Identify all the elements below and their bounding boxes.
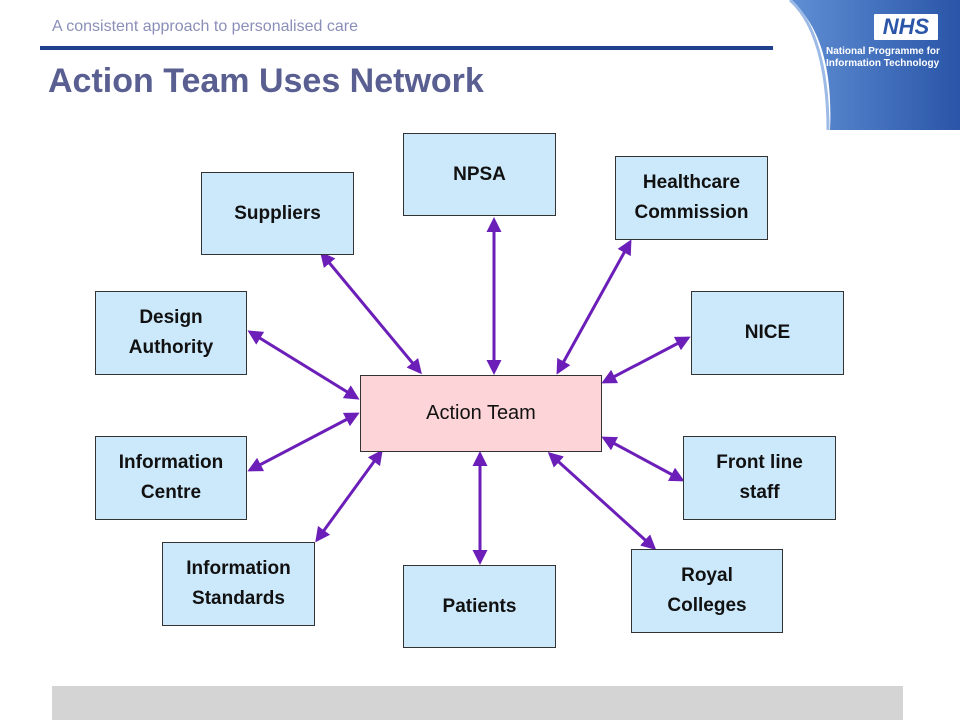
nhs-logo: NHS [874, 14, 938, 40]
programme-name: National Programme for Information Techn… [826, 46, 940, 69]
npsa-node: NPSA [403, 133, 556, 216]
nice-node: NICE [691, 291, 844, 375]
patients-node: Patients [403, 565, 556, 648]
suppliers-node: Suppliers [201, 172, 354, 255]
footer-bar [52, 686, 903, 720]
healthcare-commission-node: Healthcare Commission [615, 156, 768, 240]
page-title: Action Team Uses Network [48, 62, 484, 100]
royal-colleges-node: Royal Colleges [631, 549, 783, 633]
design-authority-node: Design Authority [95, 291, 247, 375]
front-line-staff-node: Front line staff [683, 436, 836, 520]
arrow-information-centre [247, 412, 360, 472]
action-team-node: Action Team [360, 375, 602, 452]
arrow-royal-colleges [547, 451, 657, 551]
arrow-healthcare-commission [556, 239, 632, 375]
arrow-front-line-staff [601, 436, 685, 482]
information-standards-node: Information Standards [162, 542, 315, 626]
information-centre-node: Information Centre [95, 436, 247, 520]
arrow-design-authority [247, 330, 360, 400]
arrow-suppliers [320, 251, 422, 375]
arrow-information-standards [315, 449, 383, 543]
header-divider [40, 46, 773, 50]
arrow-nice [601, 336, 691, 384]
tagline: A consistent approach to personalised ca… [52, 18, 358, 35]
